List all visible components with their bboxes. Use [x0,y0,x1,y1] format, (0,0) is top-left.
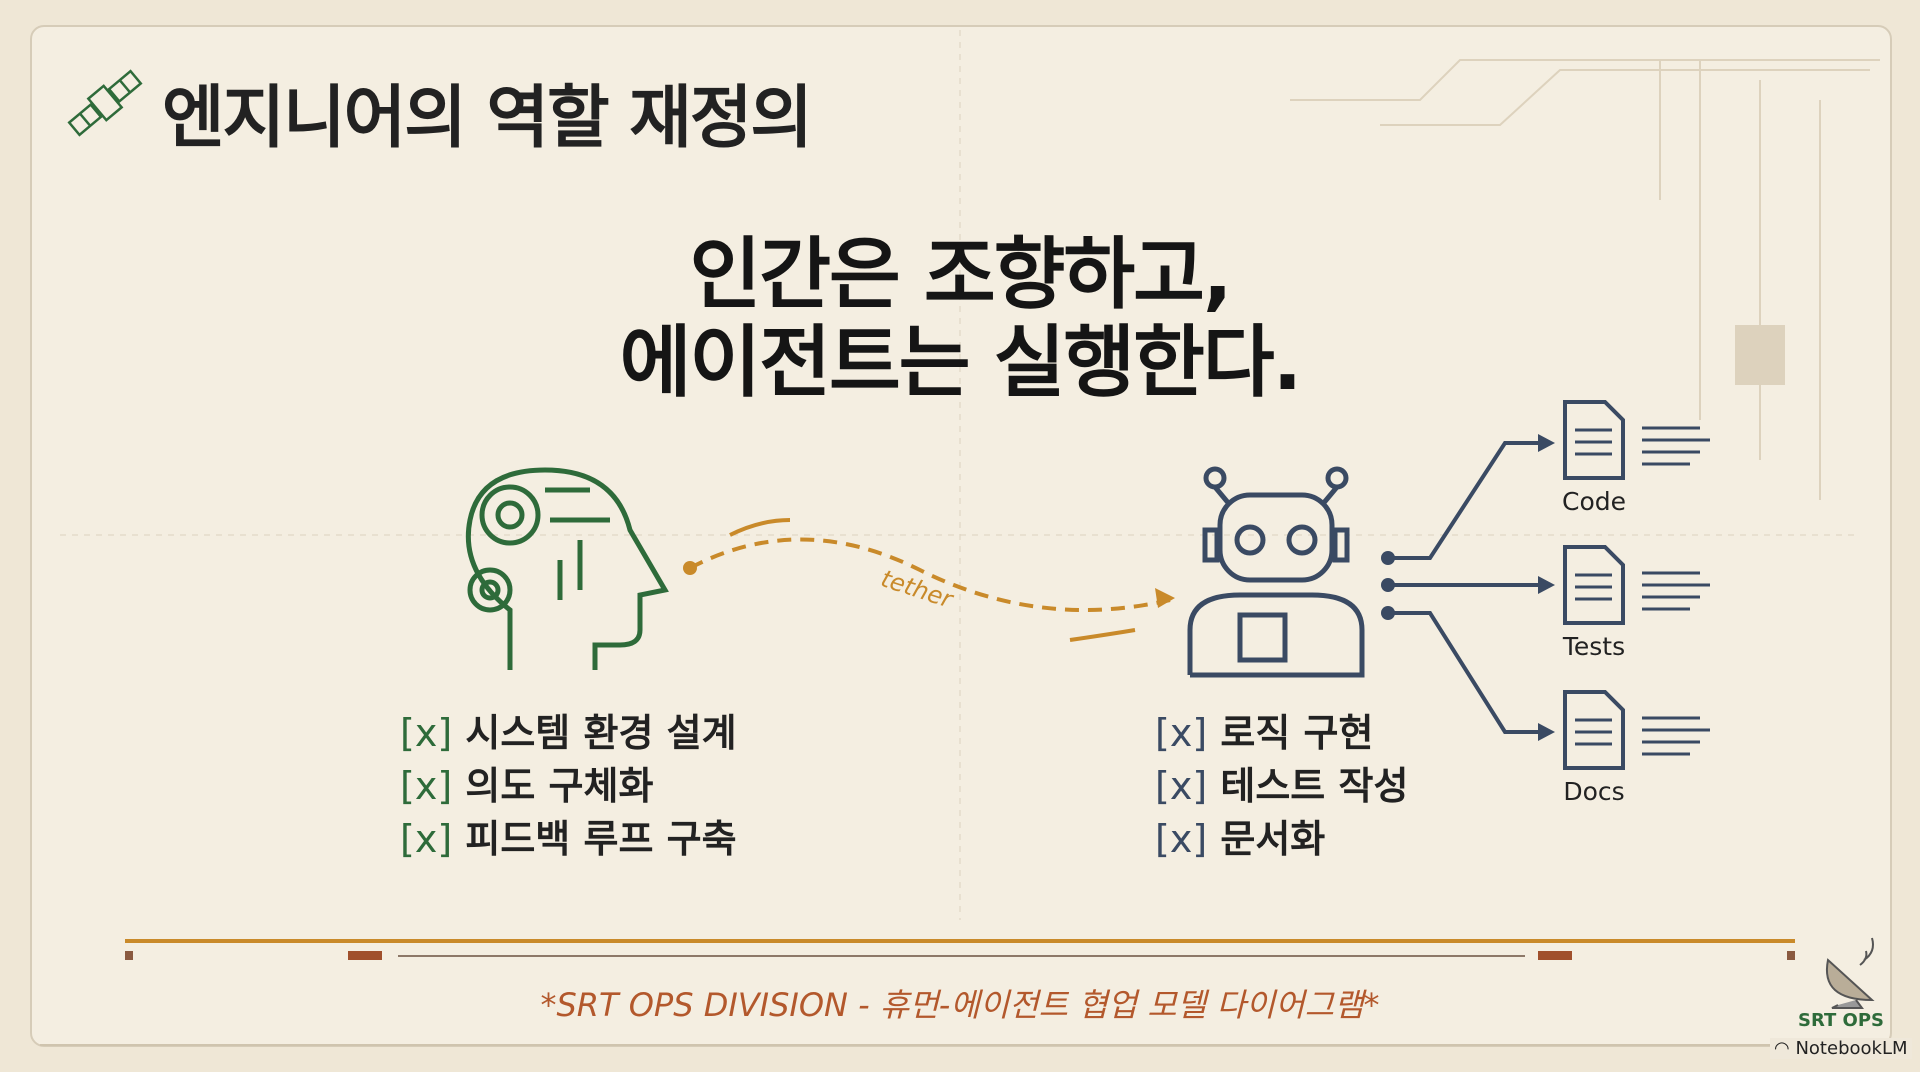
task-text: 의도 구체화 [465,764,654,808]
footer-marker [1787,951,1795,960]
circuit-trace-icons [1642,426,1710,756]
document-icons [1563,400,1625,770]
checkbox-mark: [x] [400,817,453,861]
task-text: 테스트 작성 [1220,764,1409,808]
task-text: 문서화 [1220,817,1326,861]
checkbox-mark: [x] [1155,711,1208,755]
checkbox-mark: [x] [1155,817,1208,861]
circuit-block [1735,325,1785,385]
tether-arrowhead [1155,588,1175,608]
footer-marker [1538,951,1572,960]
satellite-dish-icon [1826,937,1875,1009]
branch-arrowhead [1538,723,1555,741]
headline-line-2: 에이전트는 실행한다. [619,318,1303,408]
branch-arrowhead [1538,434,1555,452]
brand-label: SRT OPS [1798,1010,1885,1031]
notebooklm-watermark: ◠ NotebookLM [1770,1038,1912,1059]
headline-line-1: 인간은 조향하고, [689,230,1232,320]
footer-caption: *SRT OPS DIVISION - 휴먼-에이전트 협업 모델 다이어그램* [540,986,1380,1024]
slide-panel [30,25,1892,1047]
task-text: 시스템 환경 설계 [465,711,737,755]
flow-arrow [729,518,791,537]
checkbox-mark: [x] [400,711,453,755]
branch-arrowhead [1538,576,1555,594]
list-item: [x] 로직 구현 [1155,707,1408,760]
checkbox-mark: [x] [400,764,453,808]
checkbox-mark: [x] [1155,764,1208,808]
watermark-text: NotebookLM [1795,1038,1908,1059]
list-item: [x] 의도 구체화 [400,760,737,813]
task-text: 로직 구현 [1220,711,1374,755]
task-text: 피드백 루프 구축 [465,817,737,861]
branch-node [1381,606,1395,620]
footer-marker [125,951,133,960]
output-label-docs: Docs [1563,777,1625,806]
branch-node [1381,578,1395,592]
tether-arrow [689,537,1171,612]
robot-icon [1187,466,1365,678]
human-task-list: [x] 시스템 환경 설계 [x] 의도 구체화 [x] 피드백 루프 구축 [400,707,737,866]
list-item: [x] 테스트 작성 [1155,760,1408,813]
branch-node [1381,551,1395,565]
agent-task-list: [x] 로직 구현 [x] 테스트 작성 [x] 문서화 [1155,707,1408,866]
output-label-code: Code [1561,487,1626,516]
satellite-icon [67,69,143,137]
output-label-tests: Tests [1562,632,1626,661]
flow-arrow [1069,628,1136,642]
footer-marker [348,951,382,960]
output-branches [1388,441,1540,734]
human-head-gear-icon [465,467,669,670]
notebooklm-logo-icon: ◠ [1774,1038,1790,1059]
circuit-decoration [1290,59,1880,500]
list-item: [x] 피드백 루프 구축 [400,813,737,866]
list-item: [x] 시스템 환경 설계 [400,707,737,760]
page-title: 엔지니어의 역할 재정의 [162,79,813,158]
list-item: [x] 문서화 [1155,813,1408,866]
tether-start-dot [683,561,697,575]
